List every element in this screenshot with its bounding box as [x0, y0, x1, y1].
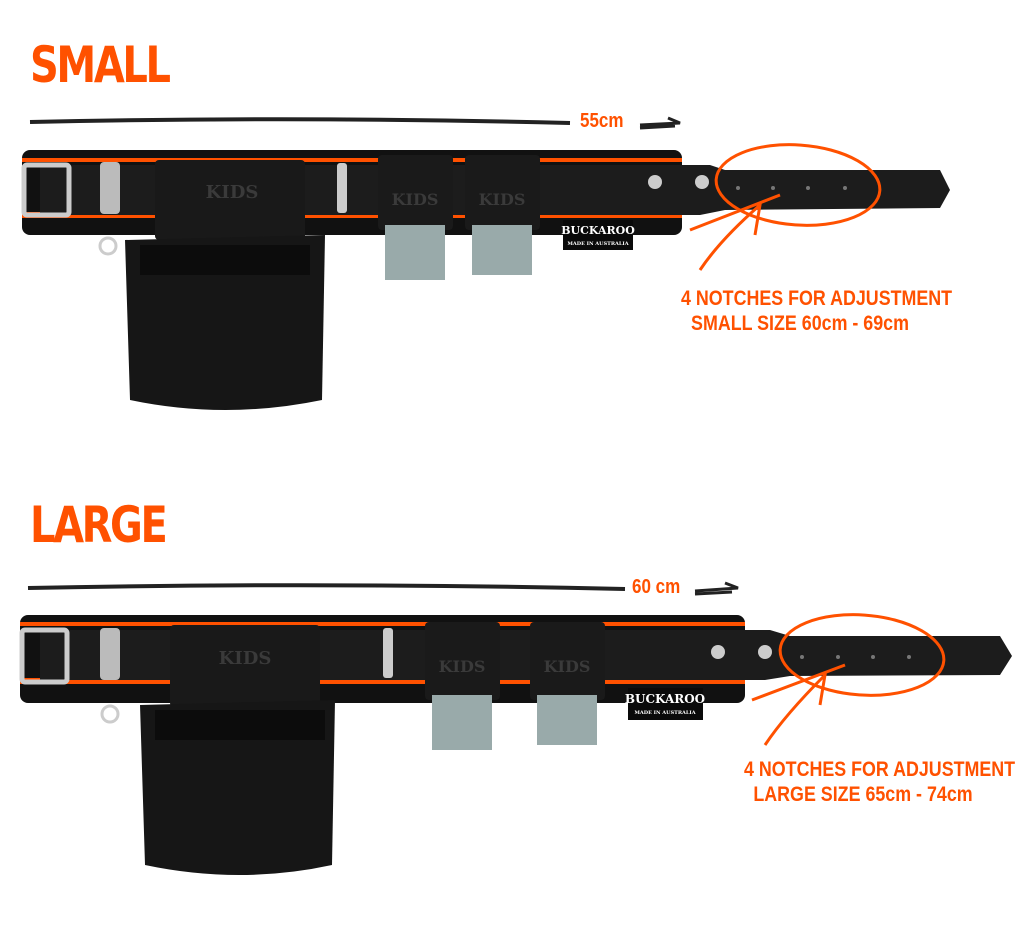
- adjustment-note-large: 4 NOTCHES FOR ADJUSTMENT LARGE SIZE 65cm…: [744, 757, 1016, 807]
- length-label-large: 60 cm: [632, 576, 681, 598]
- brand-sublabel: MADE IN AUSTRALIA: [567, 241, 628, 247]
- arrow-head-icon: [639, 116, 681, 130]
- pocket-kids-emboss: KIDS: [206, 182, 259, 203]
- notch-highlight-circle: [714, 143, 882, 227]
- brand-sublabel: MADE IN AUSTRALIA: [634, 710, 695, 716]
- note-line-2: LARGE SIZE 65cm - 74cm: [753, 783, 973, 806]
- tool-pouch: [125, 235, 325, 410]
- holder-kids-emboss: KIDS: [544, 657, 591, 676]
- buckle-icon: [19, 627, 70, 685]
- size-title-small: SMALL: [30, 36, 171, 94]
- size-title-large: LARGE: [30, 496, 168, 554]
- buckle-icon: [21, 162, 72, 218]
- note-line-2: SMALL SIZE 60cm - 69cm: [691, 312, 909, 335]
- tool-pouch: [140, 700, 335, 875]
- brand-label: BUCKAROO: [561, 224, 635, 237]
- length-label-small: 55cm: [580, 110, 624, 132]
- holder-kids-emboss: KIDS: [439, 657, 486, 676]
- note-line-1: 4 NOTCHES FOR ADJUSTMENT: [744, 758, 1016, 781]
- length-arrow-line: [29, 117, 571, 125]
- holder-kids-emboss: KIDS: [392, 190, 439, 209]
- arrow-head-icon: [694, 581, 739, 596]
- adjustment-note-small: 4 NOTCHES FOR ADJUSTMENT SMALL SIZE 60cm…: [681, 286, 953, 336]
- belt-small-image: KIDS KIDS KIDS BUCKAROO MADE IN AUSTRALI…: [21, 116, 950, 410]
- brand-label: BUCKAROO: [625, 692, 705, 706]
- pocket-kids-emboss: KIDS: [219, 648, 272, 669]
- note-line-1: 4 NOTCHES FOR ADJUSTMENT: [681, 287, 953, 310]
- notch-highlight-circle: [778, 613, 946, 697]
- holder-kids-emboss: KIDS: [479, 190, 526, 209]
